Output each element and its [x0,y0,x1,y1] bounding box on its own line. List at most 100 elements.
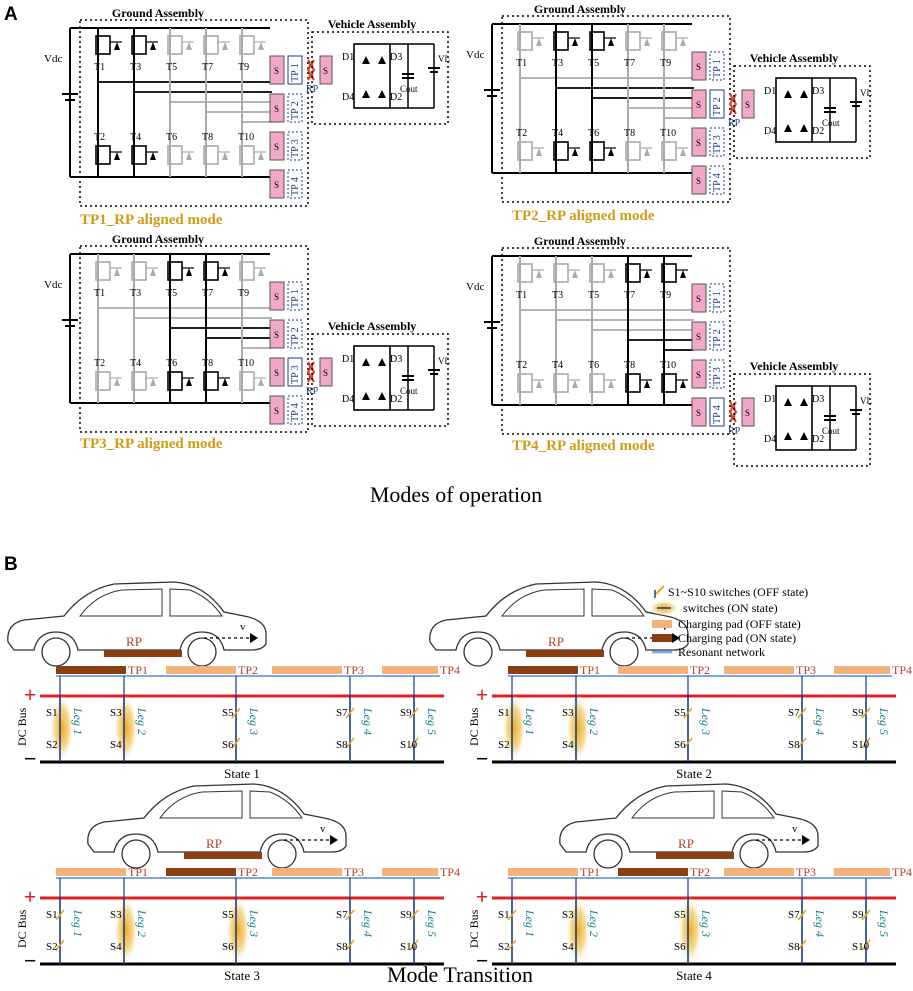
minus-sign: − [24,948,37,973]
coupling-coil-icon [728,401,733,423]
tp-label: TP3 [796,663,816,677]
series-compensation-4 [269,169,285,199]
series-cap-label: S [274,142,279,152]
ground-assembly-box [501,247,731,435]
leg-label: Leg 1 [523,909,537,937]
switch-label: S1 [498,707,510,719]
switch-on-glow [566,694,590,762]
leg-label: Leg 5 [877,909,891,937]
switch-off-icon [861,737,871,749]
legend-pad-off-label: Charging pad (OFF state) [678,617,801,631]
switch-label: T2 [94,132,105,143]
diode-icon [114,152,120,160]
diode-icon [186,42,192,50]
series-compensation-2 [269,319,285,349]
switch-label: S10 [400,739,418,751]
switch-label: T1 [516,290,527,301]
switch-label: T2 [516,360,527,371]
transmitter-pad-1 [287,281,303,311]
ground-assembly-label: Ground Assembly [112,6,204,20]
diode-label: D1 [342,354,354,365]
switch-label: T6 [166,358,177,369]
coupling-coil-icon [306,361,311,383]
switch-on-glow [114,896,138,964]
legend-off-switch-icon [655,585,665,595]
state-label: State 3 [224,968,260,983]
switch-off-icon [797,939,807,951]
switch-label: S4 [562,739,574,751]
transmitter-pad-2 [166,868,236,876]
switch-label: T5 [588,290,599,301]
transmitter-pad-label: TP 2 [290,101,301,120]
switch-label: S10 [852,941,870,953]
series-cap-label: S [696,176,701,186]
rp-label: RP [126,634,142,649]
diode-label: D1 [342,52,354,63]
switch-label: S1 [498,909,510,921]
mode-panel-1: Ground AssemblyVdcT1T2T3T4T5T6T7T8T9T10S… [44,6,450,228]
switch-off-icon [861,909,871,921]
switch-label: T6 [588,360,599,371]
diode-icon [362,90,370,98]
switch-label: T4 [552,360,563,371]
minus-sign: − [476,948,489,973]
switch-label: S10 [400,941,418,953]
electric-vehicle-icon: RP [559,783,819,869]
switch-label: S7 [788,707,800,719]
transmitter-pad-2 [709,89,725,119]
switch-icon [131,371,147,391]
diode-icon [680,380,686,388]
switch-on-glow [502,694,526,762]
series-compensation-2 [691,89,707,119]
transmitter-pad-2 [287,93,303,123]
leg-label: Leg 1 [523,707,537,735]
switch-label: T3 [552,290,563,301]
legend-on-switch-label: switches (ON state) [683,601,778,615]
legend-pad-on-icon [652,634,672,642]
diode-icon [114,42,120,50]
vehicle-assembly-box [733,373,871,467]
transmitter-pad-3 [272,868,342,876]
switch-off-icon [683,737,693,749]
switch-label: T9 [660,58,671,69]
dc-bus-label: DC Bus [467,707,481,746]
diode-icon [114,268,120,276]
switch-label: T6 [588,128,599,139]
transmitter-pad-3 [287,131,303,161]
switch-icon [95,35,111,55]
ground-assembly-label: Ground Assembly [534,2,626,16]
leg-label: Leg 3 [247,707,261,735]
wheel-icon [41,637,71,667]
switch-label: S1 [46,909,58,921]
receiver-pad [104,650,182,657]
vdc-label: Vdc [44,53,62,65]
switch-off-icon [797,737,807,749]
rp-label: RP [548,634,564,649]
switch-label: S4 [110,941,122,953]
switch-label: S6 [222,739,234,751]
leg-label: Leg 3 [699,909,713,937]
transmitter-pad-label: TP 3 [290,365,301,384]
diode-icon [150,152,156,160]
coupling-coil-icon [728,93,733,115]
tp-label: TP2 [690,865,710,879]
switch-label: S2 [46,739,58,751]
switch-label: S1 [46,707,58,719]
transmitter-pad-3 [724,868,794,876]
switch-label: S10 [852,739,870,751]
transmitter-pad-1 [709,283,725,313]
series-cap-label: S [274,180,279,190]
switch-icon [131,145,147,165]
diode-label: D3 [812,86,824,97]
plus-sign: + [24,682,37,707]
transmitter-pad-4 [709,165,725,195]
arrow-head-icon [802,835,810,845]
diode-icon [222,42,228,50]
diode-icon [362,358,370,366]
diode-icon [536,38,542,46]
transmitter-pad-4 [382,868,438,876]
wheel-icon [593,839,623,869]
